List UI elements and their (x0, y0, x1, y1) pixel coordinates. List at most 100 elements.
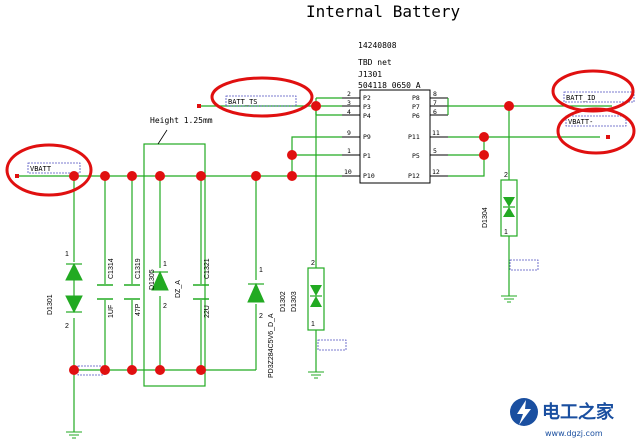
batt-ts-net-box (225, 95, 297, 107)
d1305-pin2: 2 (163, 303, 167, 310)
d1303-net-box (317, 339, 347, 351)
pin-name-p11: P11 (408, 133, 420, 141)
watermark-url: www.dgzj.com (545, 429, 603, 438)
pin-num-9: 9 (347, 129, 351, 137)
pin-num-7: 7 (433, 99, 437, 107)
pin-num-11: 11 (432, 129, 440, 137)
junction-dot (196, 171, 206, 181)
d1304-net-box (509, 259, 539, 271)
capacitor-c1319 (124, 284, 140, 300)
d1304-pin1: 1 (504, 229, 508, 236)
pin-name-p6: P6 (412, 112, 420, 120)
pin-name-p1: P1 (363, 152, 371, 160)
batt-id-highlight (551, 69, 635, 113)
batt-ts-highlight (210, 76, 314, 118)
junction-dot (479, 150, 489, 160)
vbatt-net-box (27, 162, 81, 174)
pin-name-p8: P8 (412, 94, 420, 102)
ground-symbol-d1303 (308, 371, 324, 379)
junction-dot (196, 365, 206, 375)
pin-num-1: 1 (347, 147, 351, 155)
d1305-pin1: 1 (163, 261, 167, 268)
lightning-icon (517, 400, 531, 425)
junction-dot (100, 365, 110, 375)
pin-num-3: 3 (347, 99, 351, 107)
connector-ref: J1301 (358, 70, 382, 79)
vbatt-label: VBATT (30, 165, 52, 173)
pin-num-2: 2 (347, 90, 351, 98)
junction-dot (479, 132, 489, 142)
d1303-pin1: 1 (311, 321, 315, 328)
junction-dots (69, 101, 514, 375)
pin-name-p4: P4 (363, 112, 371, 120)
c1321-ref: C1321 (204, 258, 211, 279)
connector-left-stubs (342, 97, 360, 177)
ground-symbol-d1304 (501, 295, 517, 303)
capacitor-c1314 (97, 284, 113, 300)
junction-dot (127, 171, 137, 181)
junction-dot (287, 171, 297, 181)
diode-d1302 (247, 282, 265, 303)
d1302-pin1: 1 (259, 267, 263, 274)
height-leader-line (157, 129, 168, 145)
d1304-pin2: 2 (504, 172, 508, 179)
d1305-ref: D1305 (149, 269, 156, 290)
pin-name-p10: P10 (363, 172, 375, 180)
pin-name-p5: P5 (412, 152, 420, 160)
junction-dot (251, 171, 261, 181)
junction-dot (69, 171, 79, 181)
diode-d1304 (500, 179, 518, 237)
junction-dot (127, 365, 137, 375)
schematic-title: Internal Battery (306, 2, 460, 21)
c1319-value: 47P (135, 303, 142, 316)
diode-d1305 (151, 270, 169, 291)
d1301-ref: D1301 (47, 294, 54, 315)
c1319-ref: C1319 (135, 258, 142, 279)
height-annotation: Height 1.25mm (150, 116, 213, 125)
junction-dot (287, 150, 297, 160)
watermark: 电工之家 www.dgzj.com (510, 398, 615, 438)
vbatt-port (15, 174, 19, 178)
batt-ts-label: BATT_TS (228, 98, 258, 106)
c1314-value: 1UF (108, 305, 115, 318)
batt-ts-port (197, 104, 201, 108)
d1303-pin2: 2 (311, 260, 315, 267)
connector-part-number: 14240808 (358, 41, 397, 50)
d1301-pin1: 1 (65, 251, 69, 258)
d1302-ref: D1302 (280, 291, 287, 312)
d1303-ref: D1303 (291, 291, 298, 312)
pin-name-p9: P9 (363, 133, 371, 141)
c1321-value: 22U (204, 305, 211, 318)
capacitor-c1321 (193, 284, 209, 300)
ground-symbol-left (66, 431, 82, 439)
pin-name-p2: P2 (363, 94, 371, 102)
junction-dot (311, 101, 321, 111)
height-region-box (143, 143, 206, 387)
connector-net: TBD net (358, 58, 392, 67)
batt-id-label: BATT_ID (566, 94, 596, 102)
pin-name-p7: P7 (412, 103, 420, 111)
vbatt-minus-highlight (556, 107, 636, 155)
d1302-pin2: 2 (259, 313, 263, 320)
junction-dot (155, 365, 165, 375)
connector-right-stubs (430, 97, 448, 177)
pin-num-12: 12 (432, 168, 440, 176)
pin-num-5: 5 (433, 147, 437, 155)
pin-num-10: 10 (344, 168, 352, 176)
diode-d1301 (65, 262, 83, 314)
vbatt-minus-port (606, 135, 610, 139)
junction-dot (155, 171, 165, 181)
junction-dot (504, 101, 514, 111)
pin-num-4: 4 (347, 108, 351, 116)
pin-name-p12: P12 (408, 172, 420, 180)
d1301-pin2: 2 (65, 323, 69, 330)
d1305-value: DZ_A (175, 280, 182, 298)
pin-name-p3: P3 (363, 103, 371, 111)
batt-id-net-box (563, 91, 635, 103)
diode-d1303 (307, 267, 325, 331)
c1314-ref: C1314 (108, 258, 115, 279)
d1304-ref: D1304 (482, 207, 489, 228)
vbatt-minus-label: VBATT- (568, 118, 593, 126)
watermark-brand: 电工之家 (542, 401, 615, 423)
